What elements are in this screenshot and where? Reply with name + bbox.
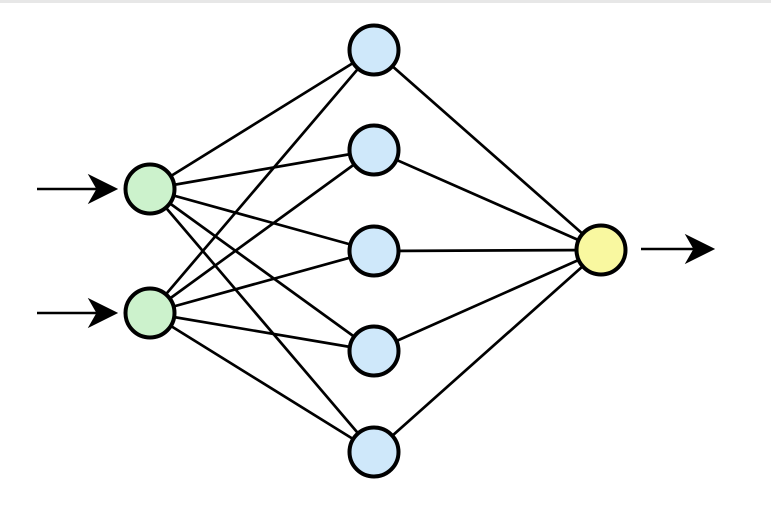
hidden-node-4 xyxy=(347,324,401,378)
edge-hidden-node-5-to-output-node xyxy=(373,248,602,454)
edge-input-node-2-to-hidden-node-5 xyxy=(149,311,375,454)
edge-input-node-1-to-hidden-node-3 xyxy=(149,187,375,253)
input-arrow-1-head-icon xyxy=(87,173,119,205)
edge-hidden-node-4-to-output-node xyxy=(373,248,602,353)
output-arrow-head-icon xyxy=(684,233,716,265)
output-node xyxy=(574,223,628,277)
edge-hidden-node-2-to-output-node xyxy=(373,148,602,252)
edge-input-node-1-to-hidden-node-4 xyxy=(149,187,375,353)
input-node-1 xyxy=(123,162,177,216)
edge-hidden-node-3-to-output-node xyxy=(373,248,602,253)
hidden-node-1 xyxy=(347,23,401,77)
input-node-2 xyxy=(123,286,177,340)
hidden-node-2 xyxy=(347,123,401,177)
window-top-border xyxy=(0,0,771,3)
edge-input-node-1-to-hidden-node-2 xyxy=(149,148,375,191)
edge-input-node-2-to-hidden-node-4 xyxy=(149,311,375,353)
edge-input-node-2-to-hidden-node-1 xyxy=(148,49,376,314)
edge-hidden-node-1-to-output-node xyxy=(373,48,602,252)
edge-input-node-1-to-hidden-node-1 xyxy=(149,48,375,191)
hidden-node-3 xyxy=(347,224,401,278)
edge-input-node-2-to-hidden-node-3 xyxy=(149,249,375,315)
hidden-node-5 xyxy=(347,425,401,479)
edge-input-node-1-to-hidden-node-5 xyxy=(148,188,376,453)
edge-input-node-2-to-hidden-node-2 xyxy=(149,148,375,315)
input-arrow-2-head-icon xyxy=(87,297,119,329)
